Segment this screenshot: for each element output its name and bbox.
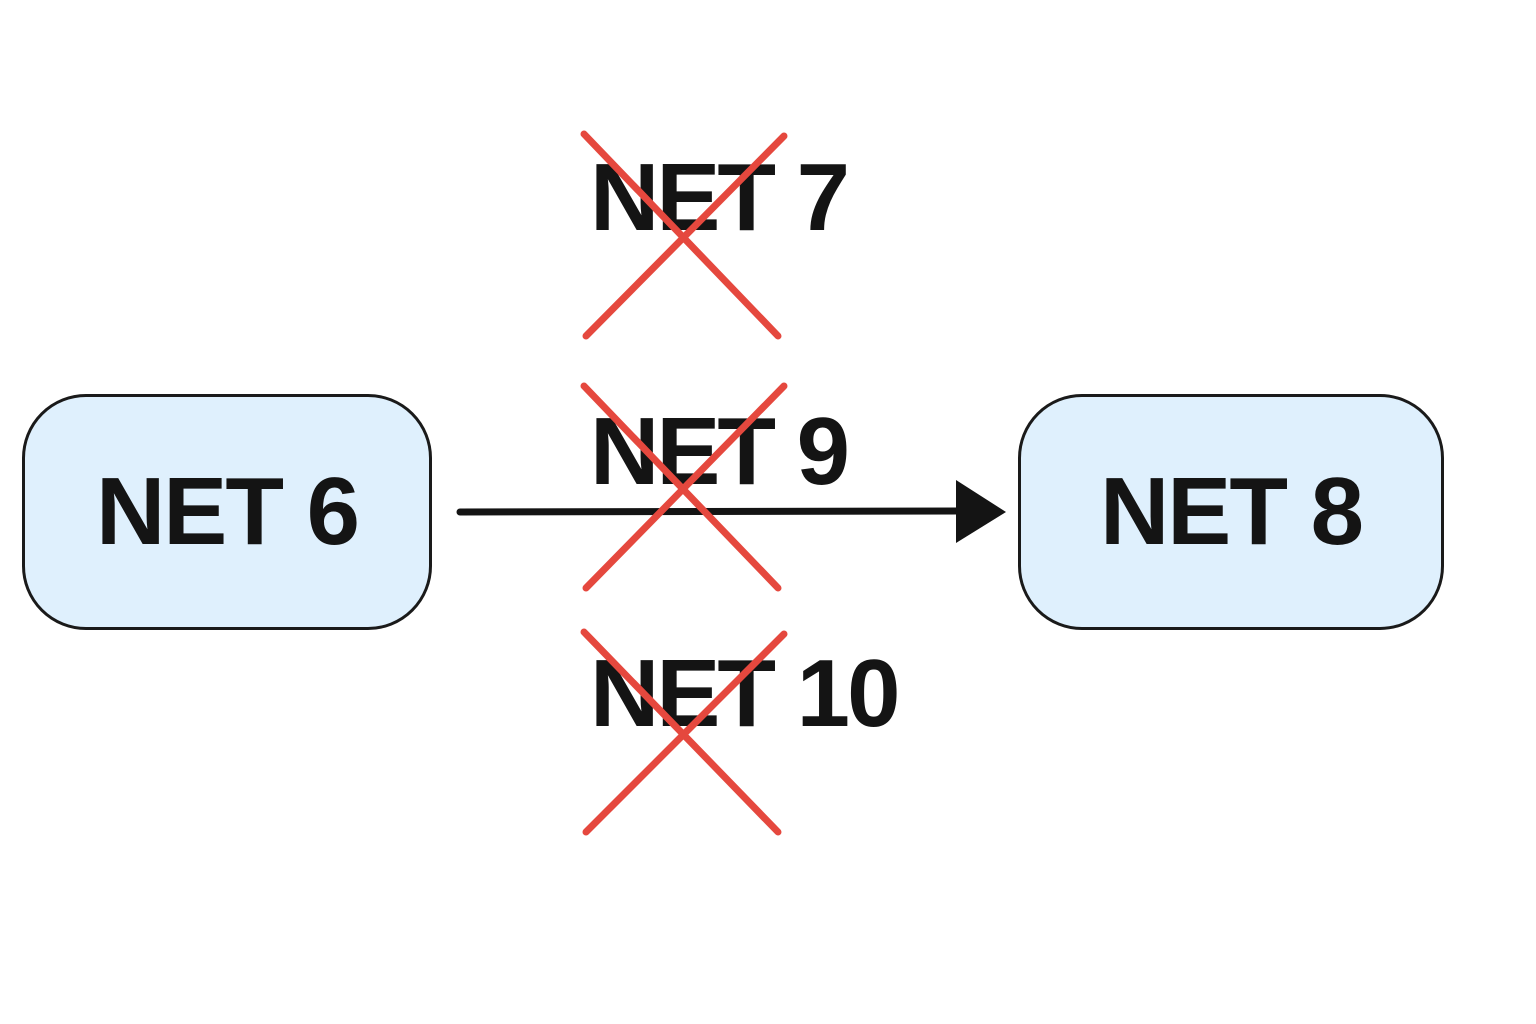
upgrade-arrow-line <box>456 507 966 516</box>
node-net-6: NET 6 <box>22 394 432 630</box>
skipped-net-10: NET 10 <box>590 640 900 747</box>
skipped-net-9: NET 9 <box>590 398 850 505</box>
node-net-8-label: NET 8 <box>1099 458 1364 565</box>
skipped-net-7: NET 7 <box>590 144 850 251</box>
upgrade-arrow-head <box>956 480 1006 543</box>
node-net-8: NET 8 <box>1018 394 1444 630</box>
node-net-6-label: NET 6 <box>95 458 360 565</box>
